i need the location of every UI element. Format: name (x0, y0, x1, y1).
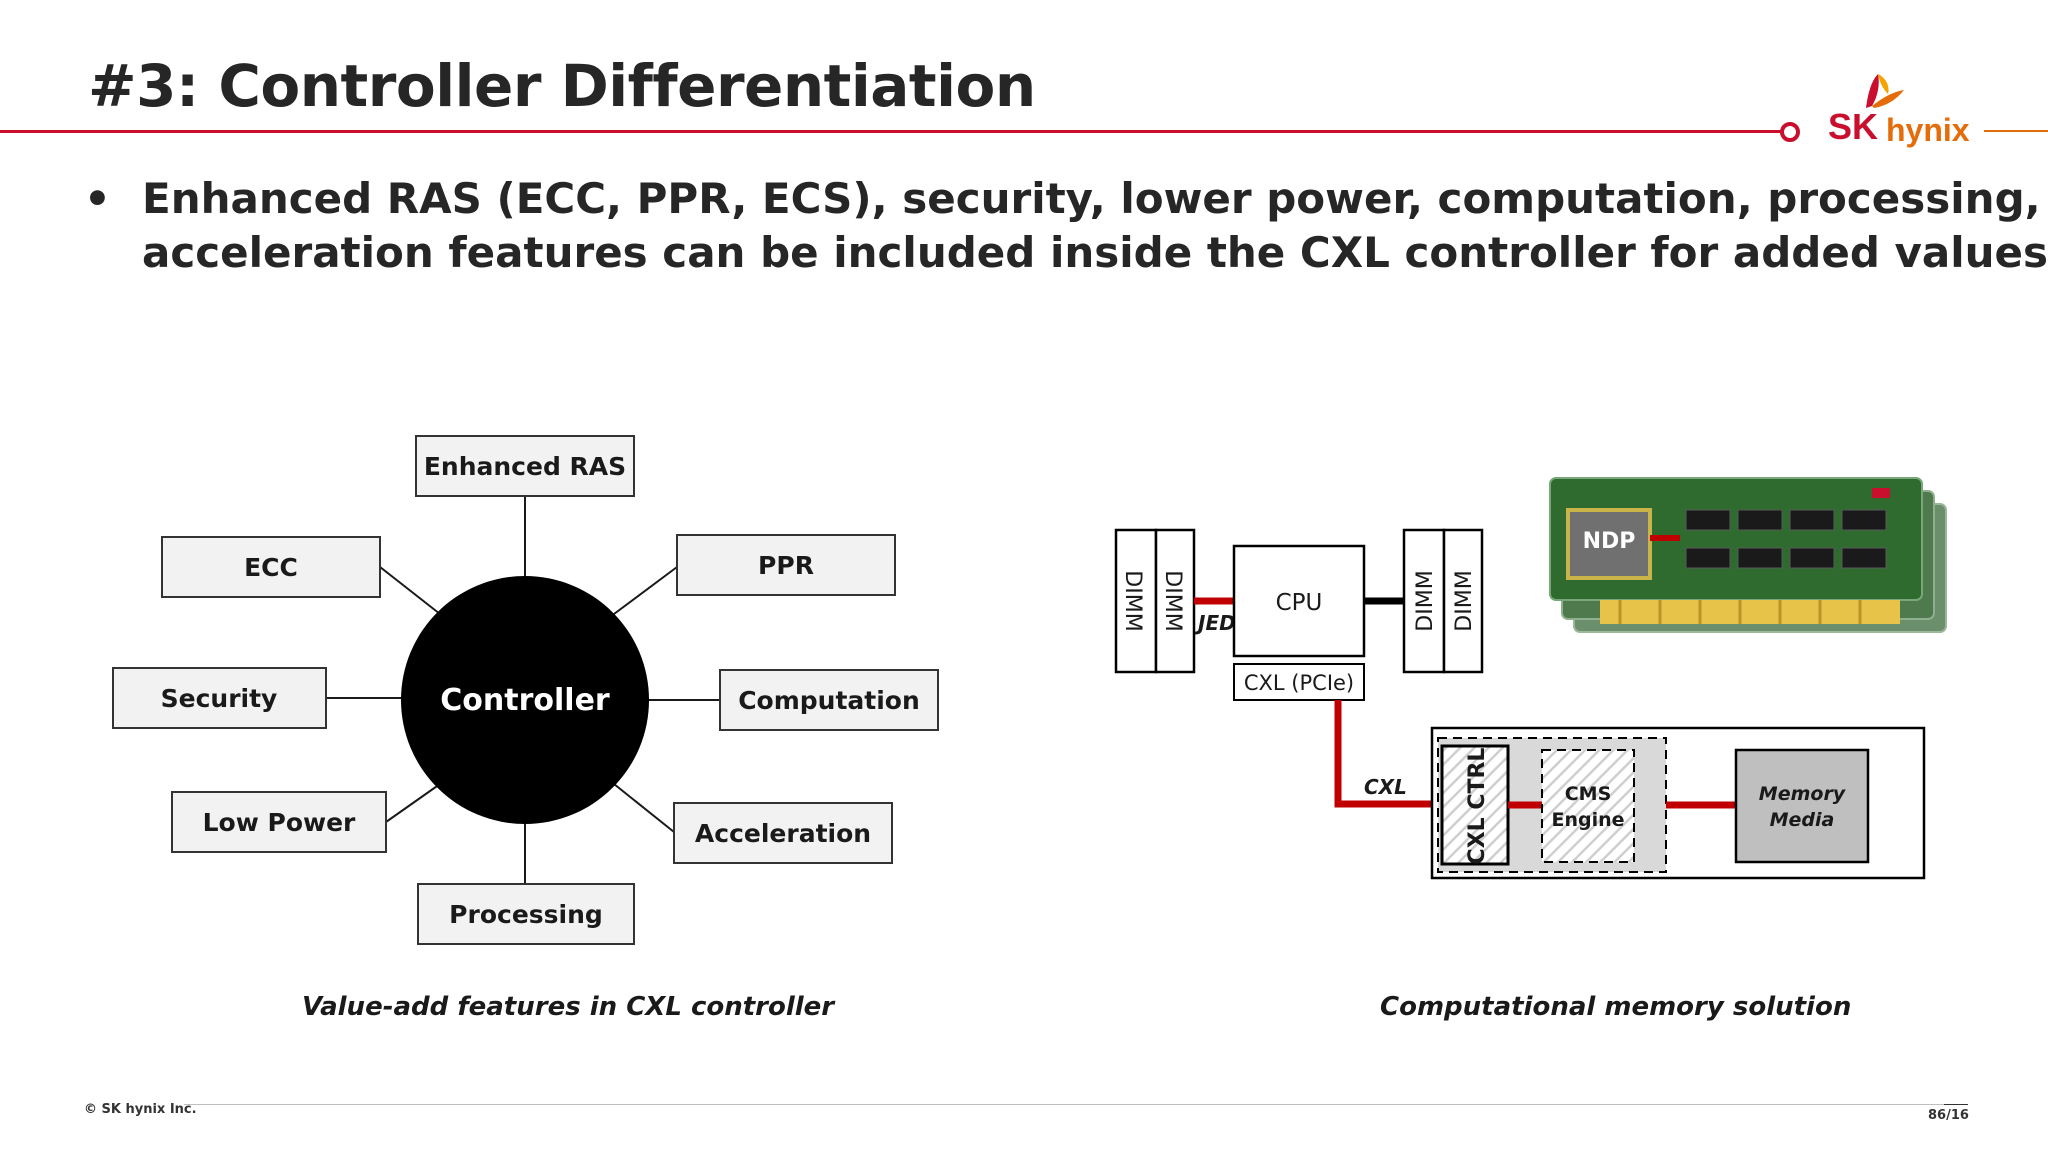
box-ecc (161, 536, 381, 598)
logo-rule (1984, 130, 2048, 132)
memory-label-1: Memory (1759, 783, 1847, 805)
spoke-low-power (385, 783, 441, 823)
board-gold-fingers (1600, 600, 1900, 624)
box-low-power (171, 791, 387, 853)
cpu-box (1232, 544, 1366, 658)
ndp-board-illustration: NDP (1549, 477, 1947, 633)
page-title: #3: Controller Differentiation (88, 52, 1036, 120)
cxl-ctrl-label: CXL CTRL (1465, 748, 1490, 865)
label-computation: Computation (738, 686, 920, 715)
spoke-ecc (379, 566, 441, 615)
spoke-acceleration (613, 783, 675, 833)
computational-memory-diagram: DIMM DIMM JEDEC CPU DIMM DIMM CXL (PCIe)… (1114, 477, 1947, 880)
cms-label-2: Engine (1551, 809, 1624, 831)
dimm-left-1 (1114, 528, 1158, 674)
box-security (112, 667, 327, 729)
title-underline (0, 130, 1782, 133)
cpu-label: CPU (1276, 590, 1323, 616)
label-processing: Processing (449, 900, 603, 929)
logo-sk-text: SK (1828, 106, 1879, 147)
cxl-pcie-box (1233, 663, 1365, 701)
title-rule-endpoint (1780, 122, 1800, 142)
box-ppr (676, 534, 896, 596)
label-ecc: ECC (244, 553, 298, 582)
box-processing (417, 883, 635, 945)
cxl-ctrl-box (1440, 744, 1510, 866)
label-ppr: PPR (758, 551, 814, 580)
bullet-line-2: acceleration features can be included in… (142, 228, 2048, 277)
label-enhanced-ras: Enhanced RAS (424, 452, 626, 481)
box-computation (719, 669, 939, 731)
memory-label-2: Media (1770, 809, 1835, 831)
dimm-right-1-label: DIMM (1413, 570, 1438, 631)
cxl-pcie-label: CXL (PCIe) (1244, 671, 1354, 695)
logo-hynix-text: hynix (1886, 112, 1970, 148)
controller-label: Controller (440, 683, 610, 718)
memory-media-box (1734, 748, 1870, 864)
cxl-label: CXL (1364, 775, 1407, 799)
memory-chips (1685, 509, 1887, 569)
dimm-right-2-label: DIMM (1452, 570, 1477, 631)
cms-engine-box (1541, 749, 1635, 863)
bullet-line-1: Enhanced RAS (ECC, PPR, ECS), security, … (142, 174, 2041, 223)
dimm-right-2 (1442, 528, 1484, 674)
controller-circle (401, 576, 649, 824)
dimm-left-1-label: DIMM (1120, 570, 1145, 631)
cxl-link (1334, 700, 1436, 808)
box-acceleration (673, 802, 893, 864)
page-number: 86/16 (1928, 1108, 1969, 1123)
label-low-power: Low Power (203, 808, 356, 837)
right-diagram-caption: Computational memory solution (1380, 992, 1852, 1022)
footer-rule (184, 1104, 1968, 1105)
feature-labels: Enhanced RAS ECC PPR Security Computatio… (161, 452, 920, 929)
left-diagram-caption: Value-add features in CXL controller (302, 992, 835, 1022)
dimm-right-1 (1402, 528, 1446, 674)
box-enhanced-ras (415, 435, 635, 497)
footer-copyright: © SK hynix Inc. (84, 1102, 197, 1117)
bullet-symbol: • (84, 174, 111, 223)
dimm-left-2-label: DIMM (1160, 570, 1185, 631)
sk-hynix-logo: SK hynix (1822, 72, 1972, 152)
butterfly-icon (1866, 74, 1904, 108)
spoke-lines (326, 496, 720, 884)
cms-label-1: CMS (1565, 783, 1612, 805)
ndp-chip (1566, 508, 1652, 580)
label-acceleration: Acceleration (695, 819, 871, 848)
board-logo-mark (1872, 488, 1890, 498)
spoke-ppr (613, 566, 678, 615)
feature-boxes (112, 435, 939, 945)
ndp-label: NDP (1583, 529, 1636, 554)
page-number-rule (1944, 1104, 1968, 1105)
controller-feature-diagram: Controller Enhanced RAS ECC PPR Security… (112, 435, 939, 945)
label-security: Security (161, 684, 278, 713)
board-finger-lines (1618, 600, 1862, 624)
dimm-left-2 (1154, 528, 1196, 674)
